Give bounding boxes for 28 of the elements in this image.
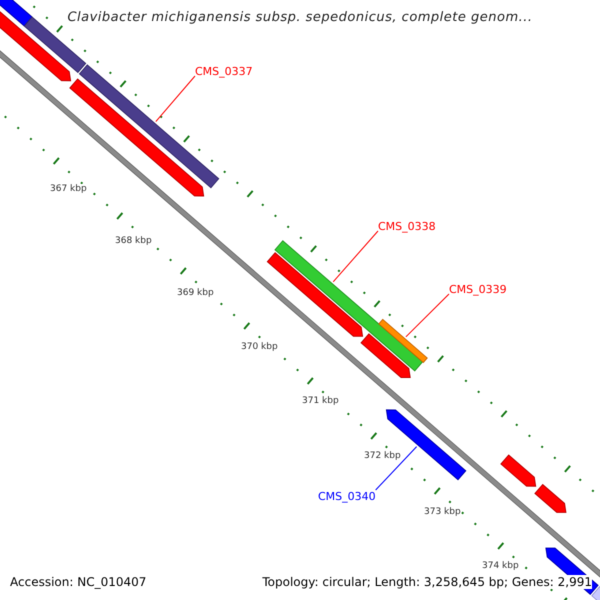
scale-label: 372 kbp	[364, 451, 401, 461]
scale-label: 369 kbp	[177, 288, 214, 298]
leader-line	[375, 446, 418, 490]
pointed-gene-feature	[69, 78, 204, 196]
pointed-gene-feature	[386, 409, 466, 480]
pointed-gene-feature	[360, 333, 411, 378]
leader-line	[155, 76, 196, 122]
pointed-gene-feature	[266, 252, 364, 337]
scale-label: 367 kbp	[50, 184, 87, 194]
topology-text: Topology: circular; Length: 3,258,645 bp; Genes: 2,991	[262, 575, 592, 589]
scale-label: 370 kbp	[241, 342, 278, 352]
gene-label: CMS_0338	[378, 220, 436, 233]
gene-label: CMS_0340	[318, 490, 376, 503]
scale-label: 373 kbp	[424, 507, 461, 517]
accession-text: Accession: NC_010407	[10, 575, 146, 589]
gene-label: CMS_0337	[195, 65, 253, 78]
pointed-gene-feature	[500, 454, 536, 487]
gene-label: CMS_0339	[449, 283, 507, 296]
leader-line	[405, 294, 450, 338]
gene-feature	[378, 318, 428, 364]
scale-label: 371 kbp	[302, 396, 339, 406]
gene-feature	[591, 586, 600, 600]
pointed-gene-feature	[534, 484, 566, 513]
scale-label: 374 kbp	[482, 561, 519, 571]
gene-feature	[0, 0, 33, 27]
scale-label: 368 kbp	[115, 236, 152, 246]
leader-line	[332, 230, 378, 282]
map-title: Clavibacter michiganensis subsp. sepedonicus, complete genom...	[66, 10, 534, 25]
